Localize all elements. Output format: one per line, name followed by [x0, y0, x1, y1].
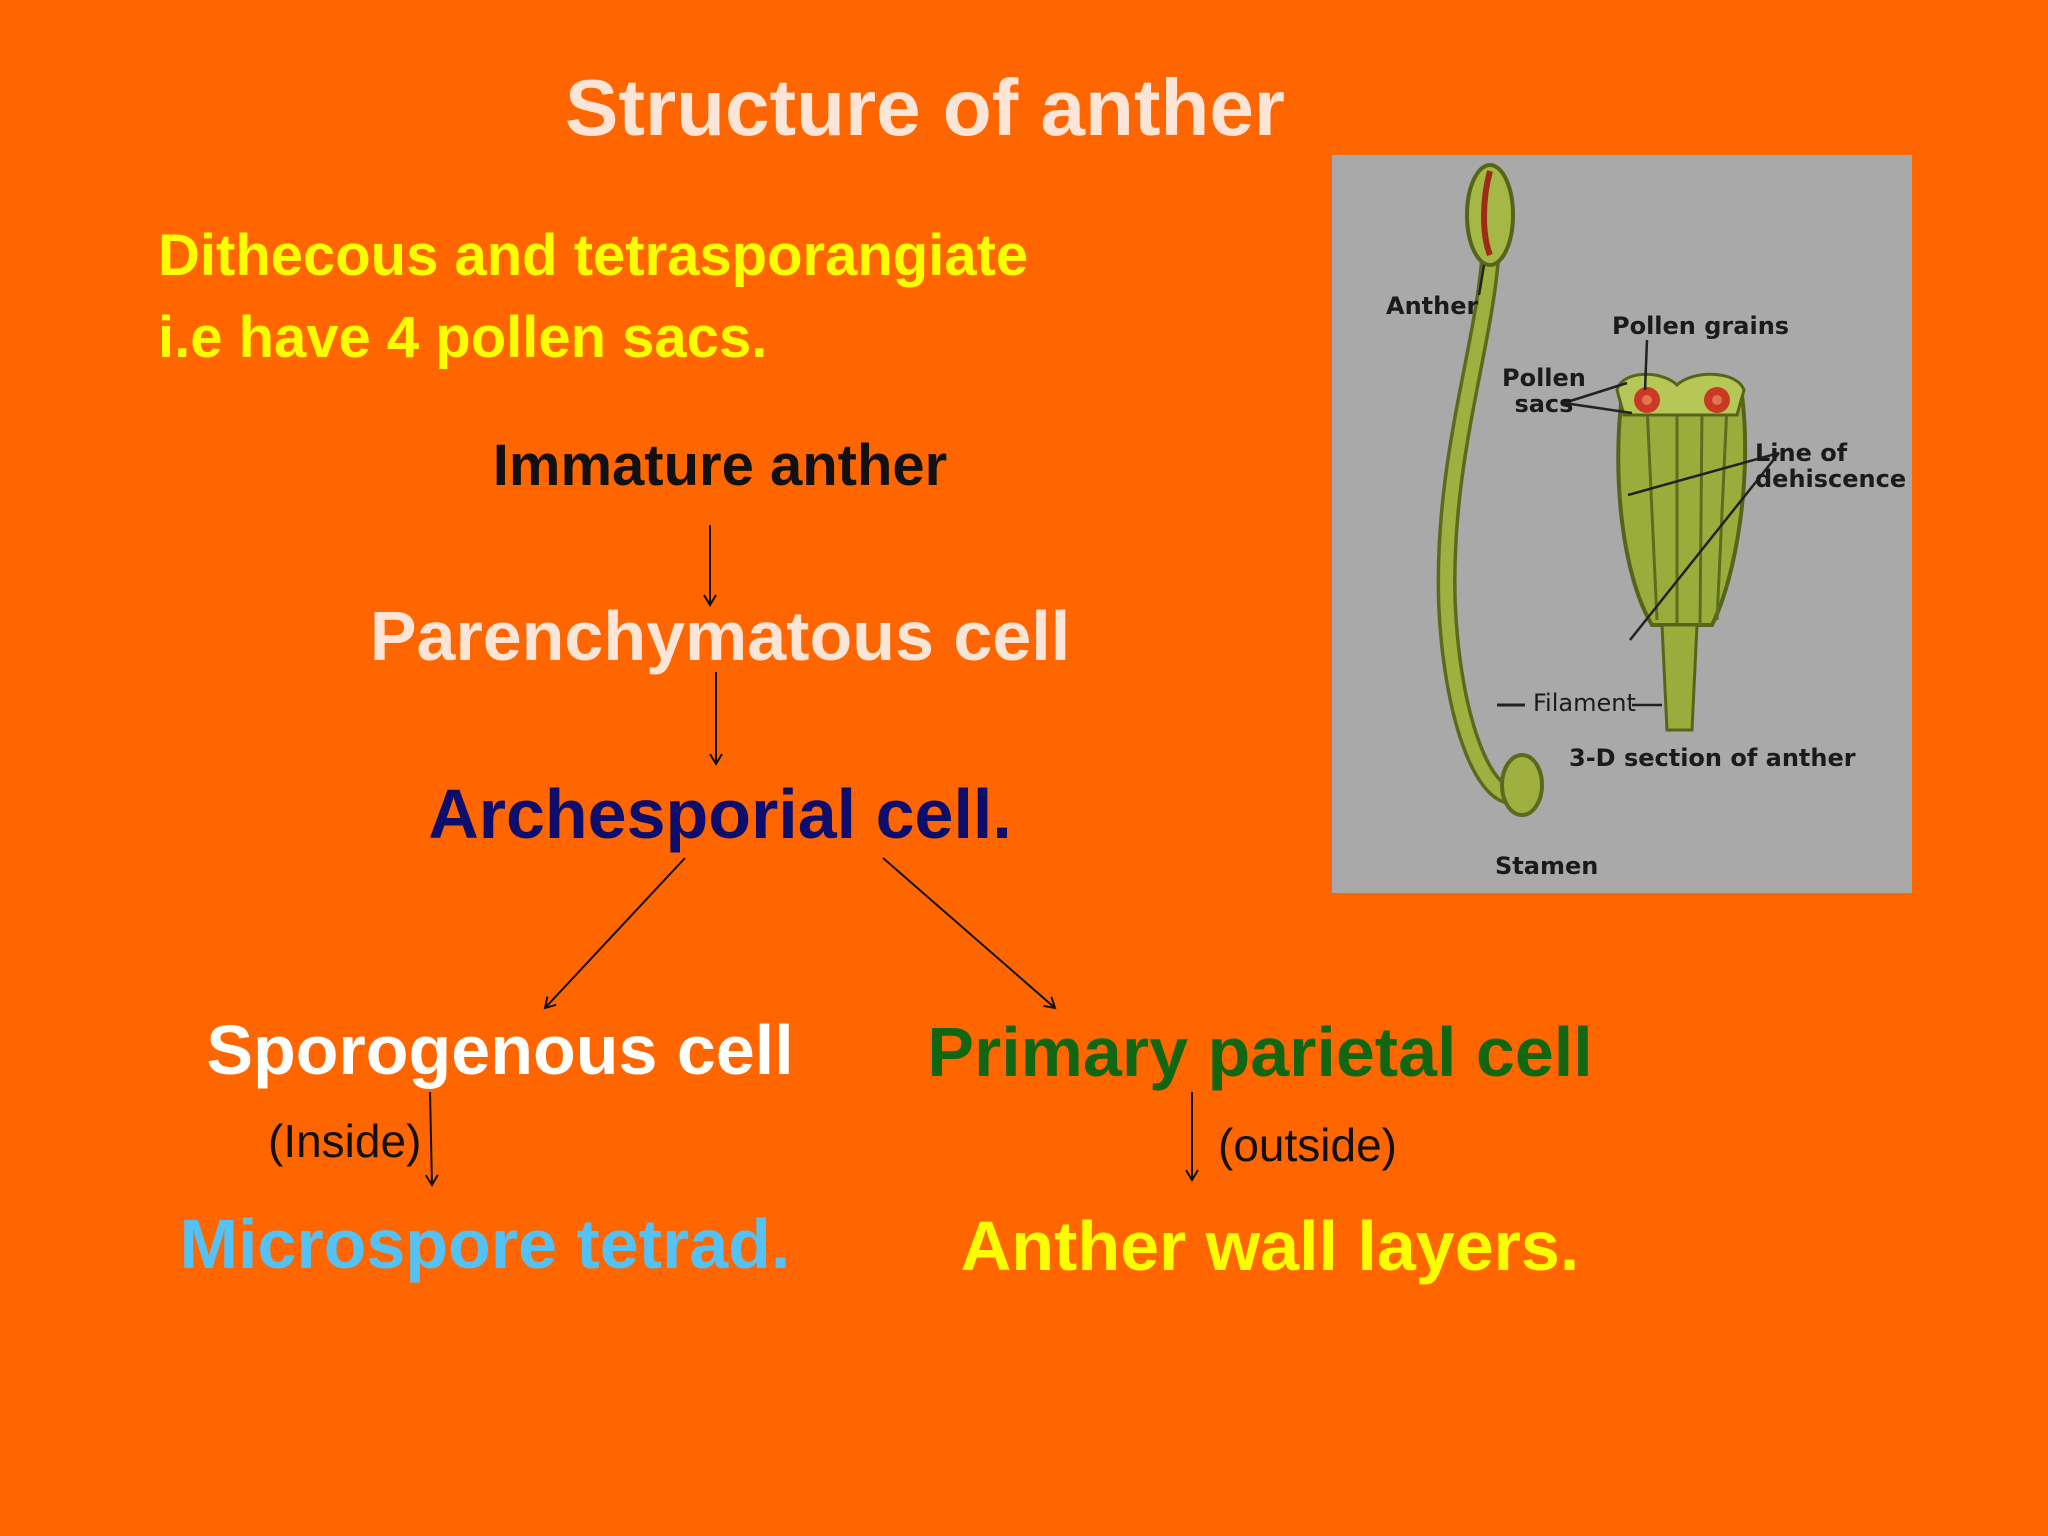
node-archesporial-cell: Archesporial cell.	[428, 775, 1012, 853]
subtitle-line-2: i.e have 4 pollen sacs.	[158, 305, 768, 370]
filament-base	[1500, 753, 1544, 817]
slide-title: Structure of anther	[564, 63, 1286, 152]
stamen-drawing	[1436, 163, 1780, 817]
label-filament: Filament	[1533, 689, 1636, 717]
arrow-archesporial-to-primary-parietal	[882, 857, 1057, 1010]
anther-section	[1615, 372, 1748, 732]
label-pollen-grains: Pollen grains	[1612, 312, 1790, 340]
small-anther	[1465, 163, 1515, 267]
label-line-of-dehiscence: Line of dehiscence	[1755, 439, 1907, 494]
node-primary-parietal-cell: Primary parietal cell	[927, 1013, 1593, 1091]
subtitle-line-1: Dithecous and tetrasporangiate	[158, 223, 1029, 288]
anther-illustration: Anther Pollen grains Pollen sacs Line of…	[1332, 155, 1912, 893]
label-pollen-sacs: Pollen sacs	[1502, 364, 1586, 419]
node-immature-anther: Immature anther	[492, 433, 948, 498]
label-3d-section: 3-D section of anther	[1569, 744, 1856, 772]
label-stamen: Stamen	[1495, 852, 1599, 880]
node-parenchymatous-cell: Parenchymatous cell	[369, 597, 1071, 675]
note-outside: (outside)	[1218, 1119, 1397, 1171]
arrow-archesporial-to-sporogenous	[543, 857, 686, 1010]
arrow-sporogenous-to-microspore	[424, 1091, 439, 1187]
note-inside: (Inside)	[268, 1115, 422, 1167]
node-anther-wall-layers: Anther wall layers.	[960, 1207, 1580, 1285]
node-microspore-tetrad: Microspore tetrad.	[179, 1205, 791, 1283]
label-anther: Anther	[1386, 292, 1479, 320]
node-sporogenous-cell: Sporogenous cell	[206, 1011, 794, 1089]
